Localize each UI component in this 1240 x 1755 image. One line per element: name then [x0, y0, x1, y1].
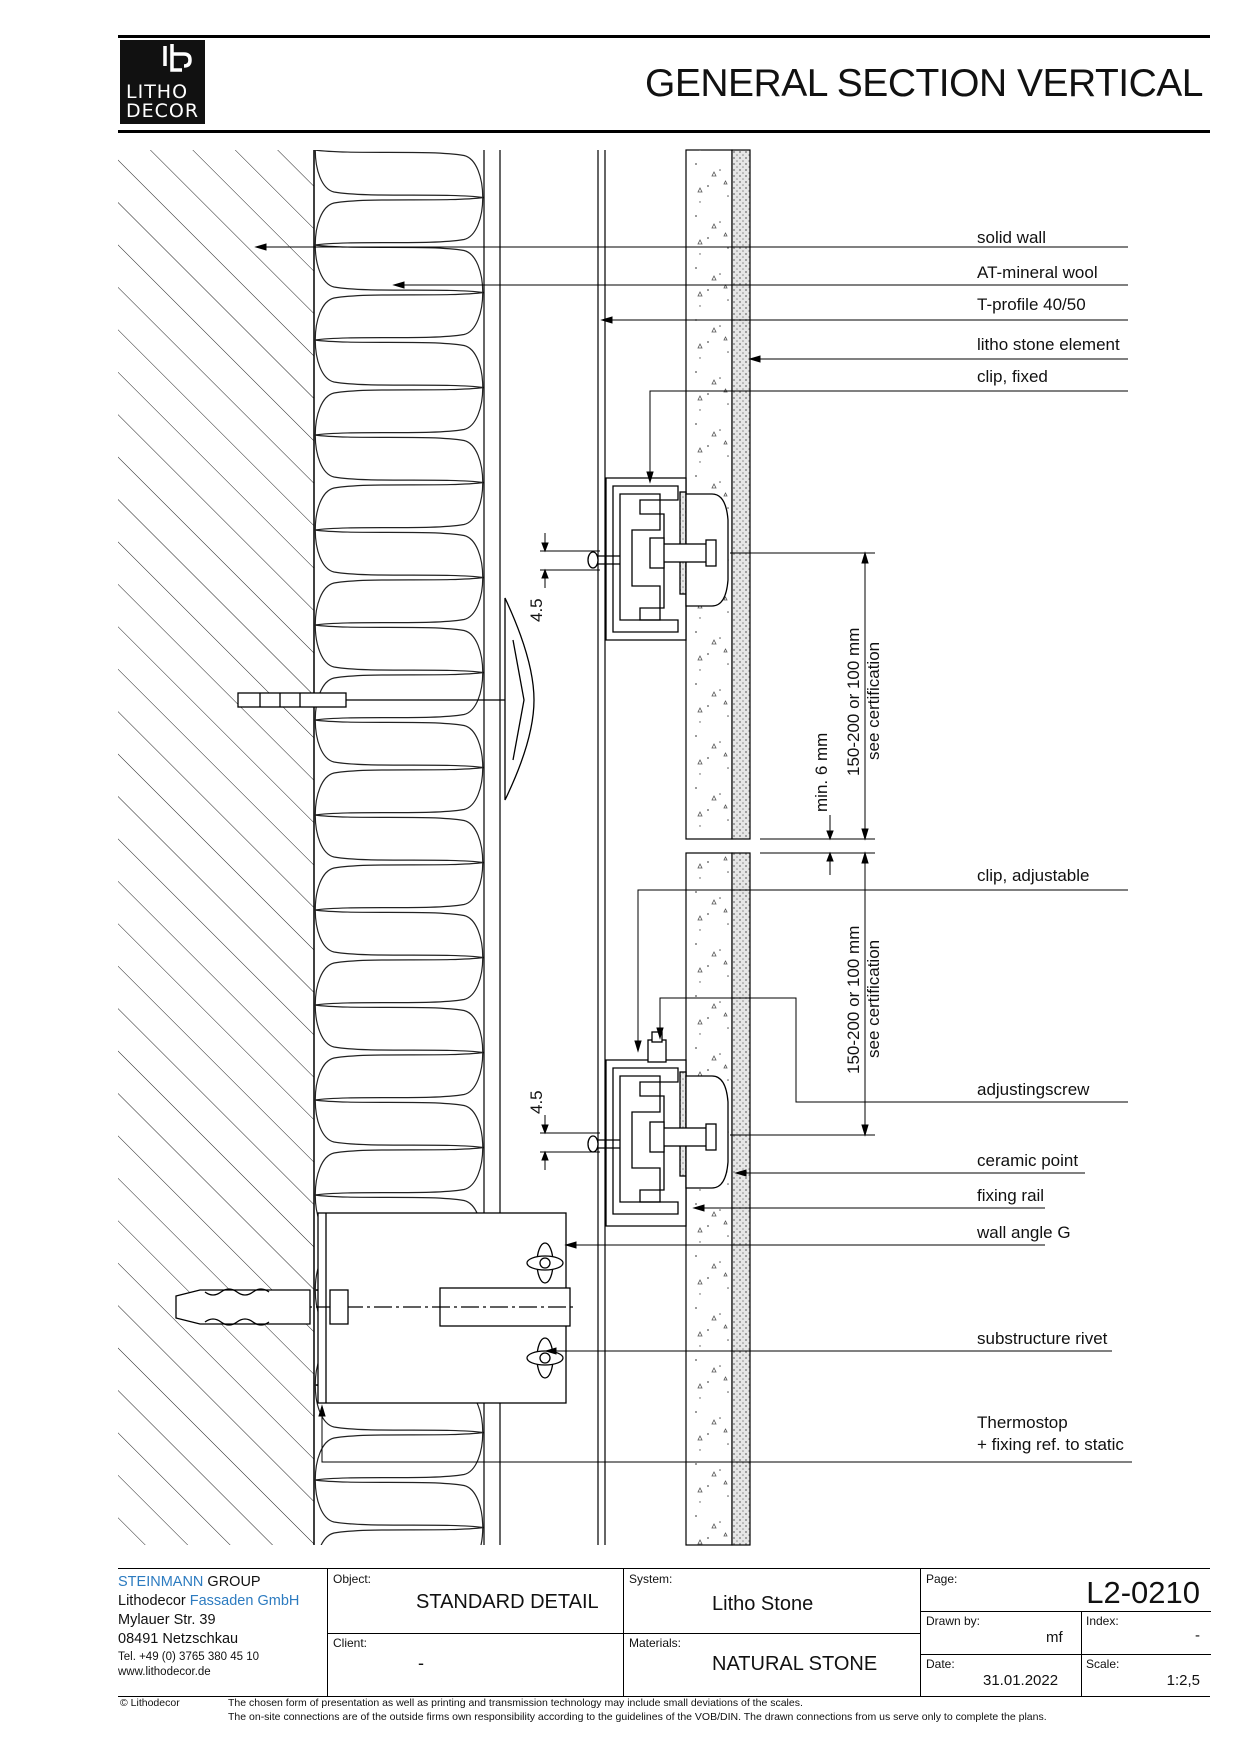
label-thermostop: Thermostop + fixing ref. to static	[977, 1412, 1124, 1456]
date-value: 31.01.2022	[983, 1672, 1059, 1689]
label-fixing-rail: fixing rail	[977, 1186, 1045, 1205]
label-solid-wall: solid wall	[977, 228, 1046, 247]
label-substructure-rivet: substructure rivet	[977, 1329, 1108, 1348]
clip-fixed	[587, 477, 729, 641]
page-info-cell: Page: L2-0210 Drawn by: mf Index: - Date…	[920, 1569, 1211, 1696]
website: www.lithodecor.de	[118, 1666, 211, 1678]
clip-adjustable	[587, 1031, 729, 1227]
logo-mark-icon	[163, 44, 192, 72]
dim-clip-distance-lower-note: see certification	[864, 939, 883, 1058]
phone: Tel. +49 (0) 3765 380 45 10	[118, 1651, 259, 1663]
page-title: GENERAL SECTION VERTICAL	[645, 62, 1203, 105]
lithodecor-logo: LITHO DECOR	[120, 40, 205, 124]
label-clip-fixed: clip, fixed	[977, 367, 1048, 386]
label-ceramic-point: ceramic point	[977, 1151, 1079, 1170]
label-adjusting-screw: adjustingscrew	[977, 1080, 1090, 1099]
logo-text-line2: DECOR	[126, 100, 200, 122]
dim-gap-lower: 4.5	[527, 1090, 546, 1114]
system-label: System:	[629, 1572, 673, 1586]
date-label: Date:	[926, 1657, 955, 1671]
label-clip-adjustable: clip, adjustable	[977, 866, 1090, 885]
footer-copyright: © Lithodecor	[120, 1697, 180, 1709]
object-label: Object:	[333, 1572, 372, 1586]
object-value: STANDARD DETAIL	[416, 1591, 599, 1613]
system-value: Litho Stone	[712, 1593, 814, 1615]
label-thermostop-line2: + fixing ref. to static	[977, 1435, 1124, 1454]
street: Mylauer Str. 39	[118, 1612, 216, 1628]
index-value: -	[1195, 1627, 1200, 1644]
client-label: Client:	[333, 1636, 368, 1650]
company-name: STEINMANN GROUP	[118, 1574, 261, 1590]
page-label: Page:	[926, 1572, 958, 1586]
label-wall-angle: wall angle G	[977, 1223, 1071, 1242]
dimension-lines	[540, 533, 875, 1170]
drawn-label: Drawn by:	[926, 1614, 981, 1628]
materials-label: Materials:	[629, 1636, 682, 1650]
index-label: Index:	[1086, 1614, 1119, 1628]
firm-name: Lithodecor Fassaden GmbH	[118, 1593, 300, 1609]
solid-wall	[118, 150, 315, 1545]
system-materials-cell: System: Litho Stone Materials: NATURAL S…	[623, 1569, 921, 1696]
footer-note-2: The on-site connections are of the outsi…	[228, 1711, 1047, 1723]
scale-label: Scale:	[1086, 1657, 1120, 1671]
stone-element-lower	[685, 852, 751, 1546]
scale-value: 1:2,5	[1166, 1672, 1200, 1689]
footer-note-1: The chosen form of presentation as well …	[228, 1697, 803, 1709]
leader-lines	[254, 243, 1132, 1463]
page-value: L2-0210	[1086, 1575, 1200, 1610]
dim-clip-distance-upper-note: see certification	[864, 641, 883, 760]
dim-min-joint: min. 6 mm	[812, 732, 831, 812]
dim-clip-distance-lower: 150-200 or 100 mm	[844, 925, 863, 1074]
materials-value: NATURAL STONE	[712, 1653, 878, 1675]
label-litho-stone: litho stone element	[977, 335, 1120, 354]
city: 08491 Netzschkau	[118, 1631, 239, 1647]
object-client-cell: Object: STANDARD DETAIL Client: -	[327, 1569, 624, 1696]
insulation-anchor	[237, 597, 535, 801]
client-value: -	[418, 1653, 424, 1673]
drawn-value: mf	[1046, 1629, 1063, 1646]
wall-angle	[175, 1212, 575, 1404]
logo-text-line1: LITHO	[126, 81, 189, 103]
label-mineral-wool: AT-mineral wool	[977, 263, 1098, 282]
section-drawing	[118, 149, 1132, 1546]
dim-clip-distance-upper: 150-200 or 100 mm	[844, 627, 863, 776]
header-rule-bottom	[118, 130, 1210, 133]
header-rule-top	[118, 35, 1210, 38]
company-block: STEINMANN GROUP Lithodecor Fassaden GmbH…	[118, 1573, 299, 1680]
dim-gap-upper: 4.5	[527, 598, 546, 622]
label-t-profile: T-profile 40/50	[977, 295, 1086, 314]
title-block: STEINMANN GROUP Lithodecor Fassaden GmbH…	[118, 1568, 1211, 1697]
t-profile	[597, 150, 606, 1545]
label-thermostop-line1: Thermostop	[977, 1413, 1068, 1432]
